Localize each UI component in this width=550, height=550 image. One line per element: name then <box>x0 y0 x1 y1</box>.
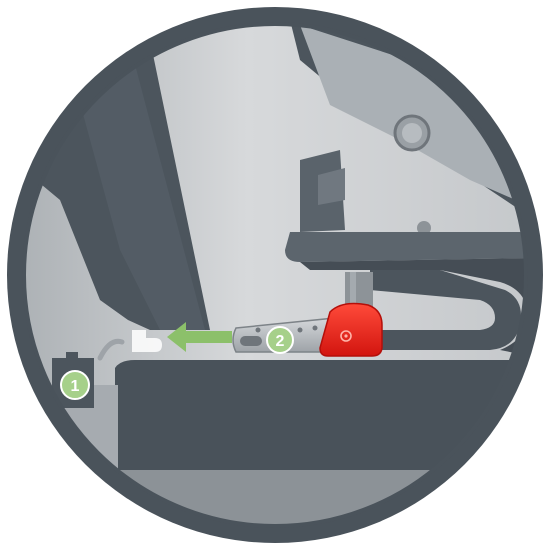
step-badge-1: 1 <box>61 371 89 399</box>
seat-base-arm <box>285 232 532 262</box>
step-2-label: 2 <box>276 333 285 350</box>
step-badge-2: 2 <box>267 327 293 353</box>
step-1-label: 1 <box>71 378 80 395</box>
